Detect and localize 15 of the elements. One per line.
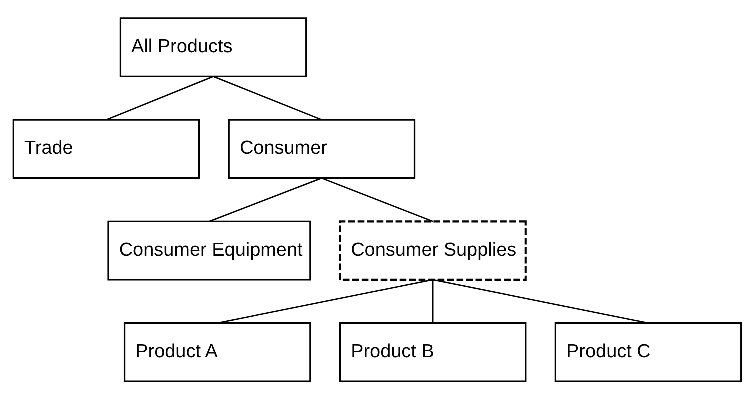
connector <box>432 279 649 324</box>
node-box: Consumer Equipment <box>108 220 312 281</box>
node-box: Consumer <box>228 119 416 180</box>
connector <box>106 76 214 121</box>
node-box: All Products <box>120 18 308 78</box>
node-box: Consumer Supplies <box>339 220 527 281</box>
node-box: Product C <box>554 322 742 382</box>
node-box: Product A <box>124 322 312 382</box>
connector <box>322 178 434 222</box>
connector <box>217 279 434 324</box>
node-box: Trade <box>12 119 200 180</box>
connector <box>213 76 322 121</box>
node-box: Product B <box>339 322 527 382</box>
connector <box>209 178 322 222</box>
connector <box>432 280 434 324</box>
